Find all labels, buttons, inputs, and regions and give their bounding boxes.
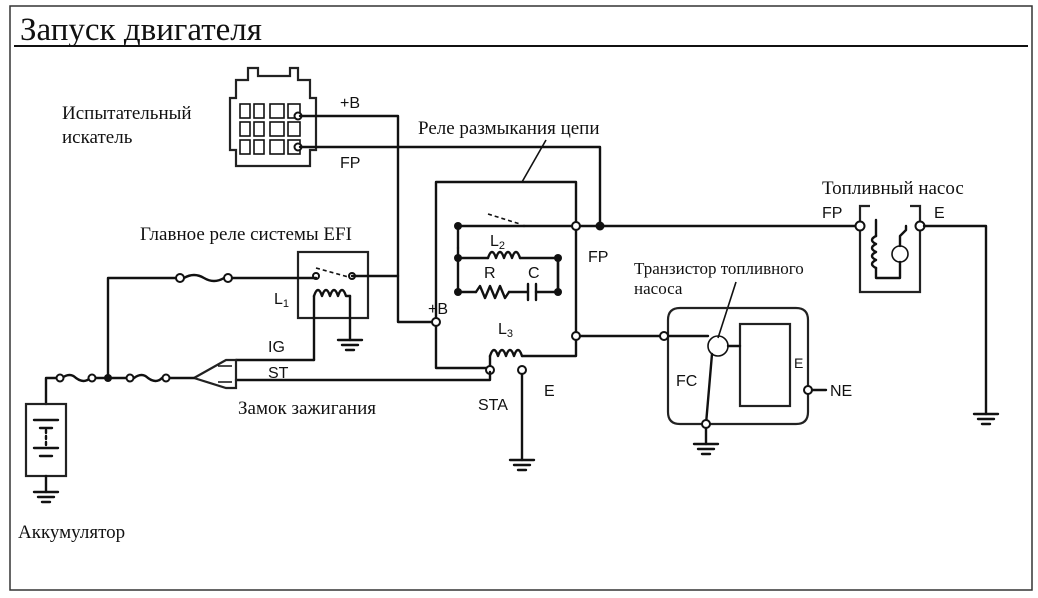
l3-wire-left — [434, 324, 492, 370]
fusible-terminal — [161, 373, 171, 383]
relay-right-bus — [556, 228, 578, 334]
engine-ecu — [664, 306, 810, 426]
ne-label: NE — [830, 383, 852, 400]
fusible-terminal — [125, 373, 135, 383]
junction-dot — [454, 254, 462, 262]
resistor-r — [474, 284, 511, 300]
wire-battery-bus — [44, 376, 60, 406]
wire-fp — [298, 145, 602, 226]
relay-switch-arm — [487, 213, 521, 225]
ecu-e-label: E — [794, 355, 803, 371]
l3-coil — [488, 348, 524, 358]
efi-main-relay — [296, 250, 370, 362]
l2-coil — [486, 250, 522, 260]
pump-ground-wire — [922, 224, 988, 416]
pump-e-label: E — [934, 205, 945, 222]
wire-efi-feed — [106, 276, 178, 380]
sta-label: STA — [478, 397, 508, 414]
ground-symbol — [336, 338, 364, 352]
ignition-switch — [191, 358, 238, 390]
battery-symbol — [24, 402, 68, 504]
svg-text:Транзистор топливного: Транзистор топливного — [634, 259, 804, 278]
fuse-terminal — [175, 273, 185, 283]
svg-text:насоса: насоса — [634, 279, 683, 298]
rc-wire-left — [456, 246, 478, 294]
fc-label: FC — [676, 373, 697, 390]
circuit-opening-relay-label: Реле размыкания цепи — [418, 118, 600, 139]
svg-text:искатель: искатель — [62, 127, 133, 148]
transistor-leader-line — [717, 281, 737, 339]
l3-wire-right — [488, 338, 578, 370]
ground-symbol — [972, 412, 1000, 426]
page-border — [9, 5, 1033, 591]
diagnostic-connector — [228, 66, 318, 168]
ignition-switch-label: Замок зажигания — [238, 398, 376, 419]
junction-dot — [454, 288, 462, 296]
fusible-link-1 — [60, 373, 92, 383]
l2-label: L2 — [490, 233, 505, 252]
relay-plus-b-label: +B — [428, 301, 448, 318]
fusible-link-2 — [132, 373, 164, 383]
junction-dot — [104, 374, 112, 382]
fuse-efi — [182, 273, 226, 283]
relay-fp-label: FP — [588, 249, 608, 266]
l1-label: L1 — [274, 291, 289, 310]
ground-symbol — [692, 442, 720, 456]
ecu-fp-terminal — [659, 331, 669, 341]
circuit-opening-relay-box — [434, 180, 578, 324]
battery-label: Аккумулятор — [18, 522, 125, 543]
efi-main-relay-label: Главное реле системы EFI — [140, 224, 352, 245]
fuel-pump-label: Топливный насос — [822, 178, 964, 199]
ig-label: IG — [268, 339, 285, 356]
relay-e-label: E — [544, 383, 555, 400]
fusible-terminal — [87, 373, 97, 383]
terminal-fp-top: FP — [340, 155, 360, 172]
capacitor-label: C — [528, 265, 540, 282]
l3-label: L3 — [498, 321, 513, 340]
ground-symbol — [508, 458, 536, 472]
wire-st — [234, 370, 492, 382]
tester-label: Испытательный искатель — [62, 103, 192, 148]
terminal-plus-b-top: +B — [340, 95, 360, 112]
fuel-pump — [854, 204, 926, 294]
junction-dot — [595, 221, 605, 231]
page-title: Запуск двигателя — [20, 12, 262, 48]
st-label: ST — [268, 365, 289, 382]
pump-fp-label: FP — [822, 205, 842, 222]
fuel-pump-transistor-label: Транзистор топливного насоса — [634, 259, 804, 298]
svg-text:Испытательный: Испытательный — [62, 103, 192, 124]
resistor-label: R — [484, 265, 496, 282]
relay-leader-line — [521, 139, 547, 183]
fusible-terminal — [55, 373, 65, 383]
junction-dot — [454, 222, 462, 230]
wire-plus-b — [298, 114, 438, 324]
